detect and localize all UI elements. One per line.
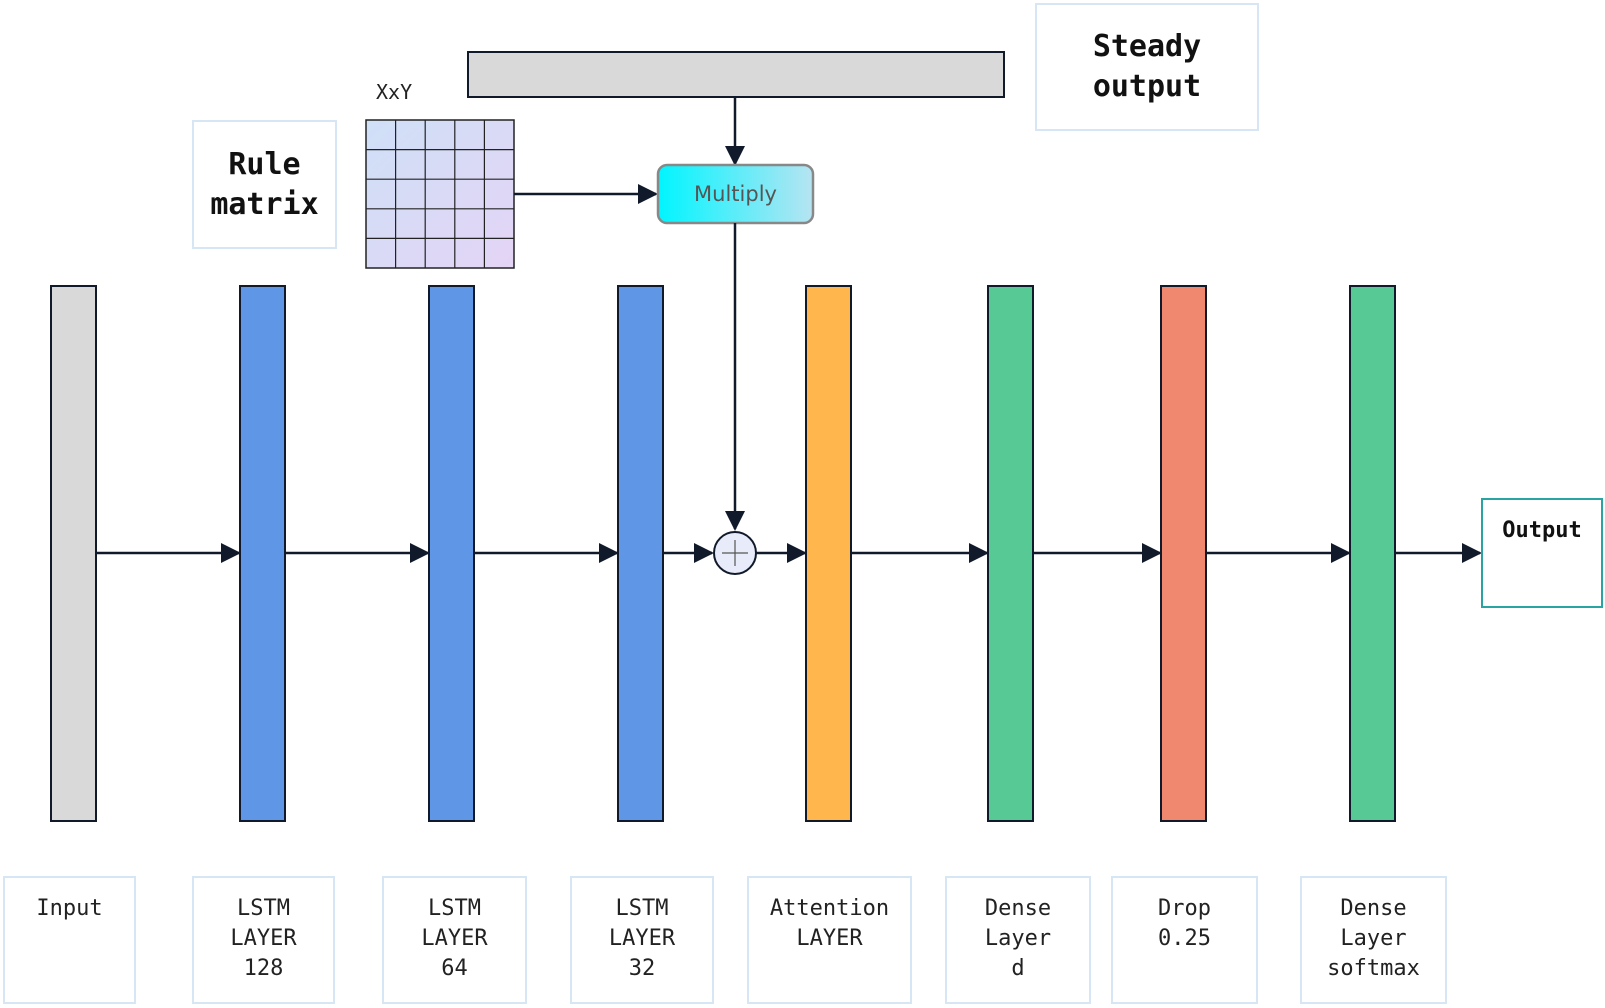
layer-bar-dense-softmax [1349, 285, 1396, 822]
layer-label-line: 128 [243, 956, 284, 981]
layer-label-line: 0.25 [1158, 926, 1211, 951]
layer-bar-input [50, 285, 97, 822]
layer-label-line: Dense [984, 896, 1052, 921]
steady-output-line-2: output [1092, 69, 1202, 104]
layer-label-line: d [1011, 956, 1025, 981]
layer-label-dropout: Drop 0.25 [1111, 876, 1258, 1004]
layer-label-lstm-128: LSTM LAYER 128 [192, 876, 335, 1004]
rule-matrix-line-2: matrix [210, 186, 319, 222]
layer-label-line: 64 [441, 956, 468, 981]
layer-label-line: LSTM [428, 896, 481, 921]
layer-bar-dropout [1160, 285, 1207, 822]
layer-bar-dense-d [987, 285, 1034, 822]
layer-label-line: LAYER [421, 926, 488, 951]
steady-output-line-1: Steady [1092, 29, 1202, 64]
layer-label-line: Input [36, 896, 103, 921]
layer-label-lstm-32: LSTM LAYER 32 [570, 876, 714, 1004]
steady-output-box: Steady output [1035, 3, 1259, 131]
matrix-dims-label: XxY [376, 80, 413, 104]
rule-matrix-line-1: Rule [228, 146, 301, 182]
multiply-label: Multiply [694, 182, 777, 206]
layer-label-line: 32 [628, 956, 656, 981]
layer-label-line: LSTM [237, 896, 290, 921]
layer-label-line: LSTM [615, 896, 669, 921]
output-box: Output [1481, 498, 1603, 608]
layer-label-lstm-64: LSTM LAYER 64 [382, 876, 527, 1004]
layer-bar-lstm-32 [617, 285, 664, 822]
layer-label-line: Layer [1340, 926, 1407, 951]
layer-bar-lstm-64 [428, 285, 475, 822]
layer-label-line: LAYER [796, 926, 863, 951]
layer-label-line: LAYER [230, 926, 297, 951]
layer-bar-lstm-128 [239, 285, 286, 822]
layer-label-line: softmax [1327, 956, 1420, 981]
output-label: Output [1502, 518, 1582, 543]
sum-node [713, 531, 757, 575]
layer-label-line: Drop [1158, 896, 1211, 921]
rule-matrix-grid [365, 119, 515, 269]
layer-label-line: Layer [984, 926, 1052, 951]
layer-bar-attention [805, 285, 852, 822]
layer-label-line: Attention [769, 896, 890, 921]
steady-output-bar [467, 51, 1005, 98]
rule-matrix-box: Rule matrix [192, 120, 337, 249]
layer-label-input: Input [3, 876, 136, 1004]
layer-label-line: Dense [1340, 896, 1407, 921]
layer-label-line: LAYER [608, 926, 676, 951]
